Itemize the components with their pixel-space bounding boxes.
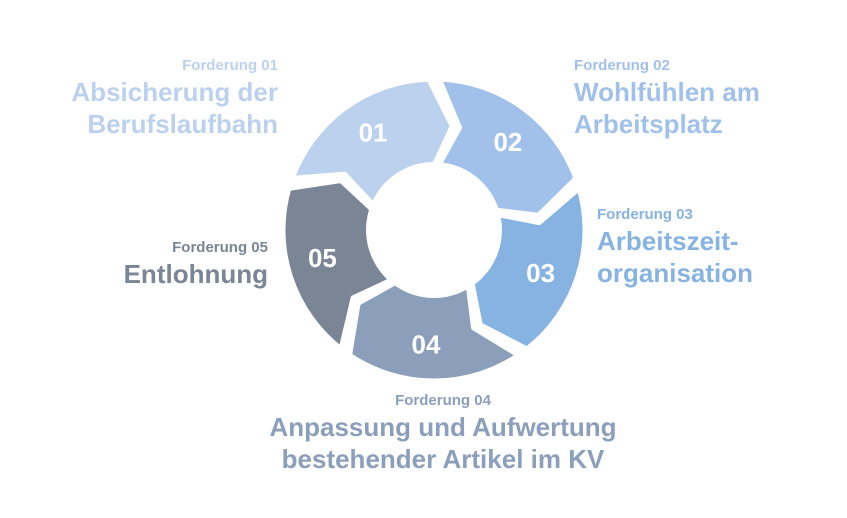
- cycle-segment-number-02: 02: [493, 127, 522, 157]
- label-forderung-01: Forderung 01 Absicherung der Berufslaufb…: [18, 56, 278, 140]
- forderung-02-kicker: Forderung 02: [574, 57, 670, 74]
- cycle-segment-numbers: 01 02 03 04 05: [308, 117, 555, 359]
- center-hole: [366, 162, 502, 298]
- forderung-04-kicker: Forderung 04: [395, 392, 491, 409]
- forderung-04-title-line-2: bestehender Artikel im KV: [281, 444, 605, 474]
- label-forderung-05: Forderung 05 Entlohnung: [48, 238, 268, 290]
- forderung-03-title-line-1: Arbeitszeit-: [597, 226, 739, 256]
- forderung-03-title-line-2: organisation: [597, 258, 754, 288]
- cycle-segment-number-05: 05: [308, 243, 337, 273]
- forderung-05-title-line-1: Entlohnung: [123, 259, 268, 289]
- forderung-01-title-line-2: Berufslaufbahn: [87, 109, 278, 139]
- forderung-01-kicker: Forderung 01: [182, 57, 278, 74]
- forderung-04-title-line-1: Anpassung und Aufwertung: [269, 412, 617, 442]
- cycle-segment-number-04: 04: [412, 330, 441, 360]
- cycle-segment-number-03: 03: [526, 258, 555, 288]
- forderung-03-kicker: Forderung 03: [597, 206, 693, 223]
- forderung-01-title-line-1: Absicherung der: [71, 77, 278, 107]
- forderung-02-title-line-2: Arbeitsplatz: [574, 109, 723, 139]
- label-forderung-03: Forderung 03 Arbeitszeit- organisation: [597, 205, 837, 289]
- label-forderung-04: Forderung 04 Anpassung und Aufwertung be…: [223, 391, 663, 475]
- label-forderung-02: Forderung 02 Wohlfühlen am Arbeitsplatz: [574, 56, 834, 140]
- forderung-05-kicker: Forderung 05: [172, 239, 268, 256]
- cycle-segment-number-01: 01: [359, 117, 388, 147]
- forderung-02-title-line-1: Wohlfühlen am: [574, 77, 760, 107]
